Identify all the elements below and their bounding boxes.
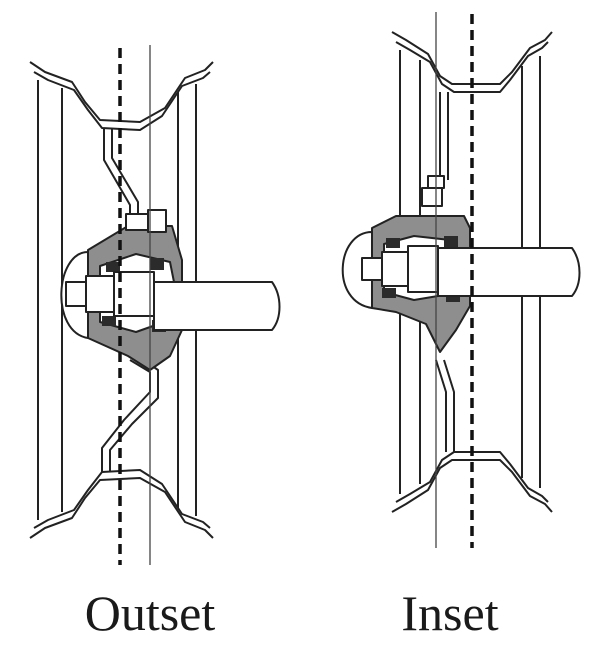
outset-seal-bottom-left [102, 316, 116, 326]
inset-rim-bottom-inner [395, 451, 549, 503]
inset-rim-top-inner [395, 41, 549, 93]
inset-wheel [341, 31, 581, 513]
outset-seal-top-left [106, 262, 120, 272]
inset-wheel-disc-2 [443, 92, 455, 452]
outset-wheel-bolt [125, 213, 149, 231]
outset-axle [153, 281, 281, 331]
inset-axle [437, 247, 581, 297]
outset-wheel-bolt-head [147, 209, 167, 233]
inset-spindle-nut [361, 257, 383, 281]
outset-wheel [29, 61, 281, 539]
inset-hub-cap [341, 231, 373, 309]
inset-rim-top [391, 31, 553, 85]
outset-spindle-washer [85, 275, 115, 313]
outset-spindle-nut [65, 281, 87, 307]
inset-rim-bottom [391, 459, 553, 513]
inset-wheel-disc [435, 92, 447, 452]
outset-seal-top-right [150, 258, 164, 270]
inset-wheel-bolt [421, 187, 443, 207]
inset-seal-bottom-left [382, 288, 396, 298]
inset-seal-top-right [444, 236, 458, 248]
inset-label: Inset [401, 585, 499, 641]
inset-spindle-washer [381, 251, 409, 287]
inset-spindle-inner [407, 245, 439, 293]
inset-seal-top-left [386, 238, 400, 248]
outset-label: Outset [84, 585, 216, 641]
outset-rim-bottom [29, 477, 214, 539]
